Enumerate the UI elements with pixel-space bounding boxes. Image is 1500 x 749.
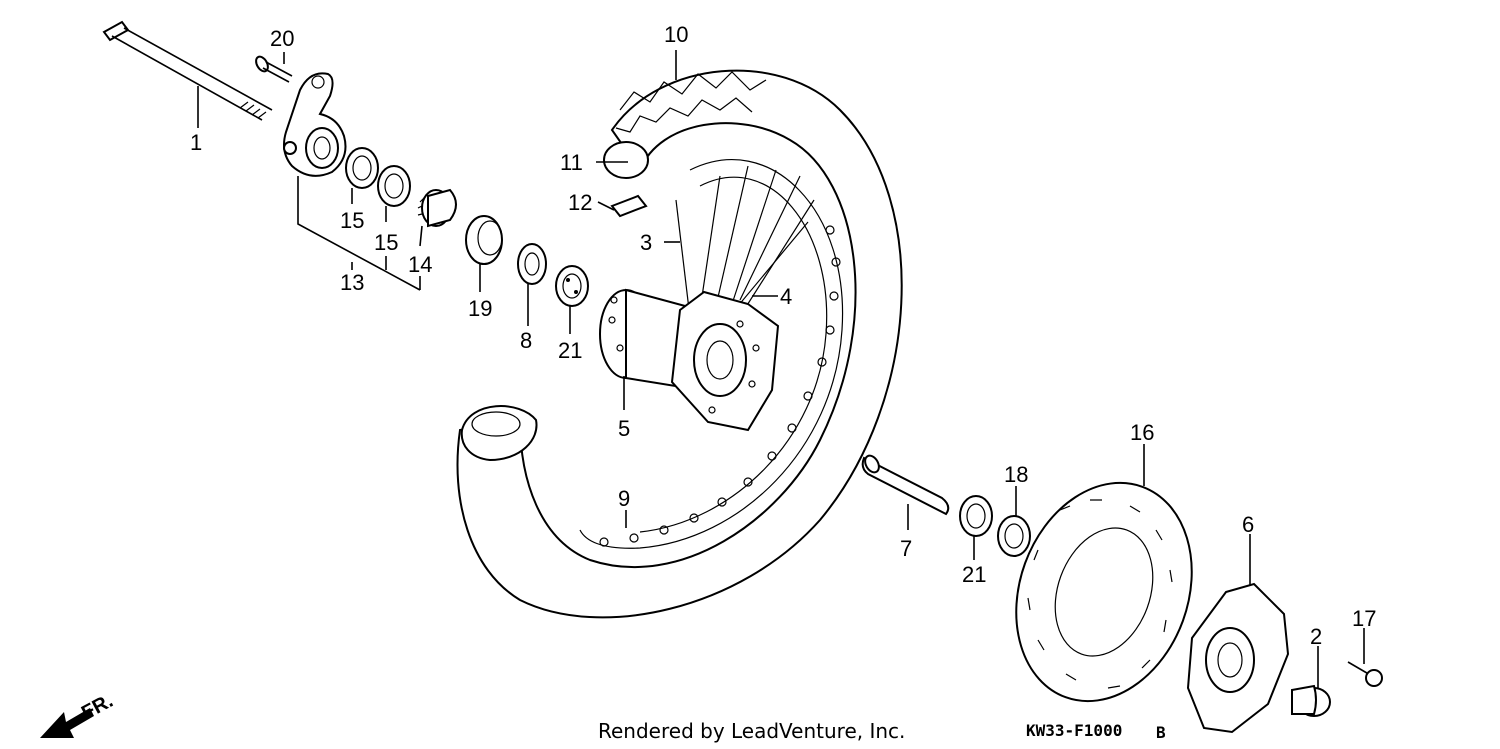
oil-seal-part[interactable] <box>465 215 503 265</box>
callout-4: 4 <box>780 284 792 309</box>
callout-21b: 21 <box>962 562 986 587</box>
spacer-part[interactable] <box>861 453 950 516</box>
callout-12: 12 <box>568 190 592 215</box>
callout-8: 8 <box>520 328 532 353</box>
callout-labels: 1 2 3 4 5 6 7 8 9 10 11 12 13 14 15 15 1… <box>190 22 1376 649</box>
callout-6: 6 <box>1242 512 1254 537</box>
leader-lines <box>197 50 1365 688</box>
callout-14: 14 <box>408 252 432 277</box>
axle-part[interactable] <box>102 20 273 121</box>
callout-18: 18 <box>1004 462 1028 487</box>
tube-part[interactable] <box>460 141 649 462</box>
bolt-part[interactable] <box>254 55 293 83</box>
callout-21a: 21 <box>558 338 582 363</box>
callout-10: 10 <box>664 22 688 47</box>
washer-part-a[interactable] <box>345 147 379 189</box>
disc-bolt-part[interactable] <box>1347 661 1383 687</box>
callout-1: 1 <box>190 130 202 155</box>
diagram-revision: B <box>1156 723 1166 742</box>
rim-part[interactable] <box>579 159 844 549</box>
rim-spoke-holes <box>599 225 841 547</box>
front-arrow-icon <box>40 708 94 738</box>
callout-15b: 15 <box>374 230 398 255</box>
bearing-part-right[interactable] <box>959 495 993 537</box>
disc-cover-part[interactable] <box>1186 582 1290 734</box>
callout-20: 20 <box>270 26 294 51</box>
dust-seal-part[interactable] <box>997 515 1031 557</box>
callout-13: 13 <box>340 270 364 295</box>
tire-part[interactable] <box>456 69 903 619</box>
front-direction-indicator: FR. <box>40 690 117 738</box>
bearing-part-left[interactable] <box>555 265 589 307</box>
washer-part-b[interactable] <box>377 165 411 207</box>
brake-disc-part[interactable] <box>987 458 1221 726</box>
diagram-code: KW33-F1000 <box>1026 721 1122 740</box>
callout-16: 16 <box>1130 420 1154 445</box>
hub-part[interactable] <box>599 288 780 432</box>
render-credit: Rendered by LeadVenture, Inc. <box>598 719 905 743</box>
collar-part[interactable] <box>1291 684 1331 717</box>
callout-5: 5 <box>618 416 630 441</box>
callout-19: 19 <box>468 296 492 321</box>
callout-7: 7 <box>900 536 912 561</box>
callout-2: 2 <box>1310 624 1322 649</box>
rim-band-part[interactable] <box>610 194 648 218</box>
speedometer-gear-part[interactable] <box>417 188 457 228</box>
callout-9: 9 <box>618 486 630 511</box>
speedometer-gearbox-part[interactable] <box>283 72 347 177</box>
retainer-part[interactable] <box>517 243 547 285</box>
callout-11: 11 <box>560 150 583 175</box>
spokes-part[interactable] <box>675 165 815 319</box>
callout-15a: 15 <box>340 208 364 233</box>
callout-3: 3 <box>640 230 652 255</box>
callout-17: 17 <box>1352 606 1376 631</box>
